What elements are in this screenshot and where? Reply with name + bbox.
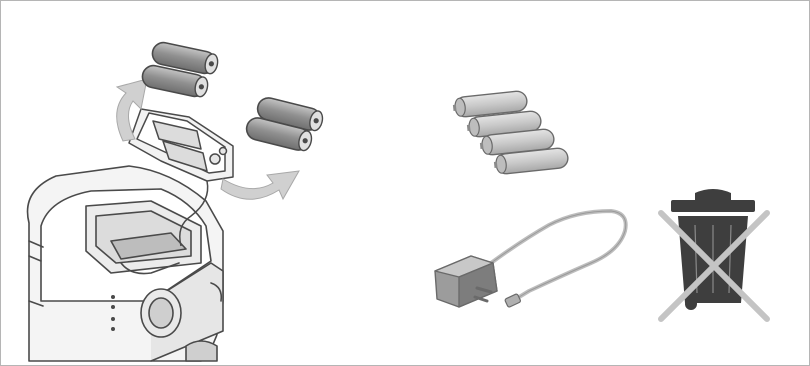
power-adapter-cable-icon bbox=[435, 211, 626, 308]
battery-pair-icon bbox=[140, 41, 219, 99]
crossed-out-wheelie-bin-icon bbox=[661, 189, 767, 319]
device-with-battery-holder-icon bbox=[28, 166, 223, 361]
aa-batteries-icon bbox=[452, 90, 569, 175]
battery-pair-icon bbox=[244, 96, 324, 153]
